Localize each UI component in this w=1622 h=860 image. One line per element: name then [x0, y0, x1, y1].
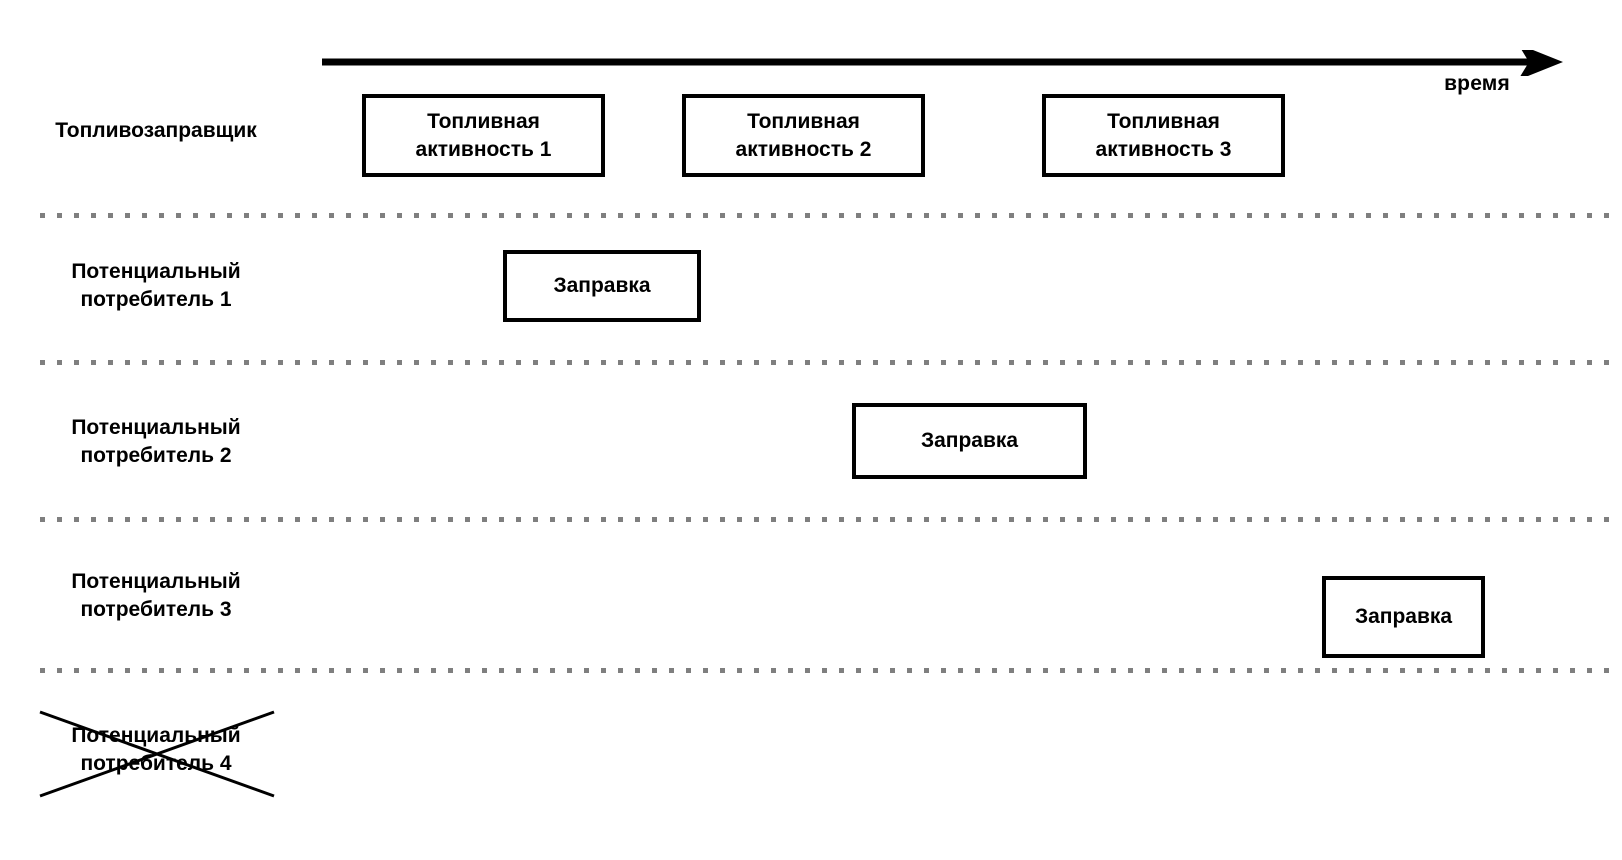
lane-label-consumer-3: Потенциальный потребитель 3 [71, 570, 241, 621]
lane-separator-3 [40, 517, 1610, 522]
time-axis-arrow [322, 50, 1563, 76]
lane-separator-2 [40, 360, 1610, 365]
box-refuel-consumer-3[interactable]: Заправка [1322, 576, 1485, 658]
box-fuel-activity-3[interactable]: Топливная активность 3 [1042, 94, 1285, 177]
lane-label-consumer-4: Потенциальный потребитель 4 [71, 724, 241, 775]
lane-label-consumer-2: Потенциальный потребитель 2 [71, 416, 241, 467]
lane-separator-1 [40, 213, 1610, 218]
box-fuel-activity-2[interactable]: Топливная активность 2 [682, 94, 925, 177]
lane-separator-4 [40, 668, 1610, 673]
lane-label-fuel-truck: Топливозаправщик [55, 119, 257, 142]
time-axis-label: время [1444, 72, 1510, 95]
lane-label-consumer-1: Потенциальный потребитель 1 [71, 260, 241, 311]
box-refuel-consumer-2[interactable]: Заправка [852, 403, 1087, 479]
box-fuel-activity-1[interactable]: Топливная активность 1 [362, 94, 605, 177]
box-refuel-consumer-1[interactable]: Заправка [503, 250, 701, 322]
